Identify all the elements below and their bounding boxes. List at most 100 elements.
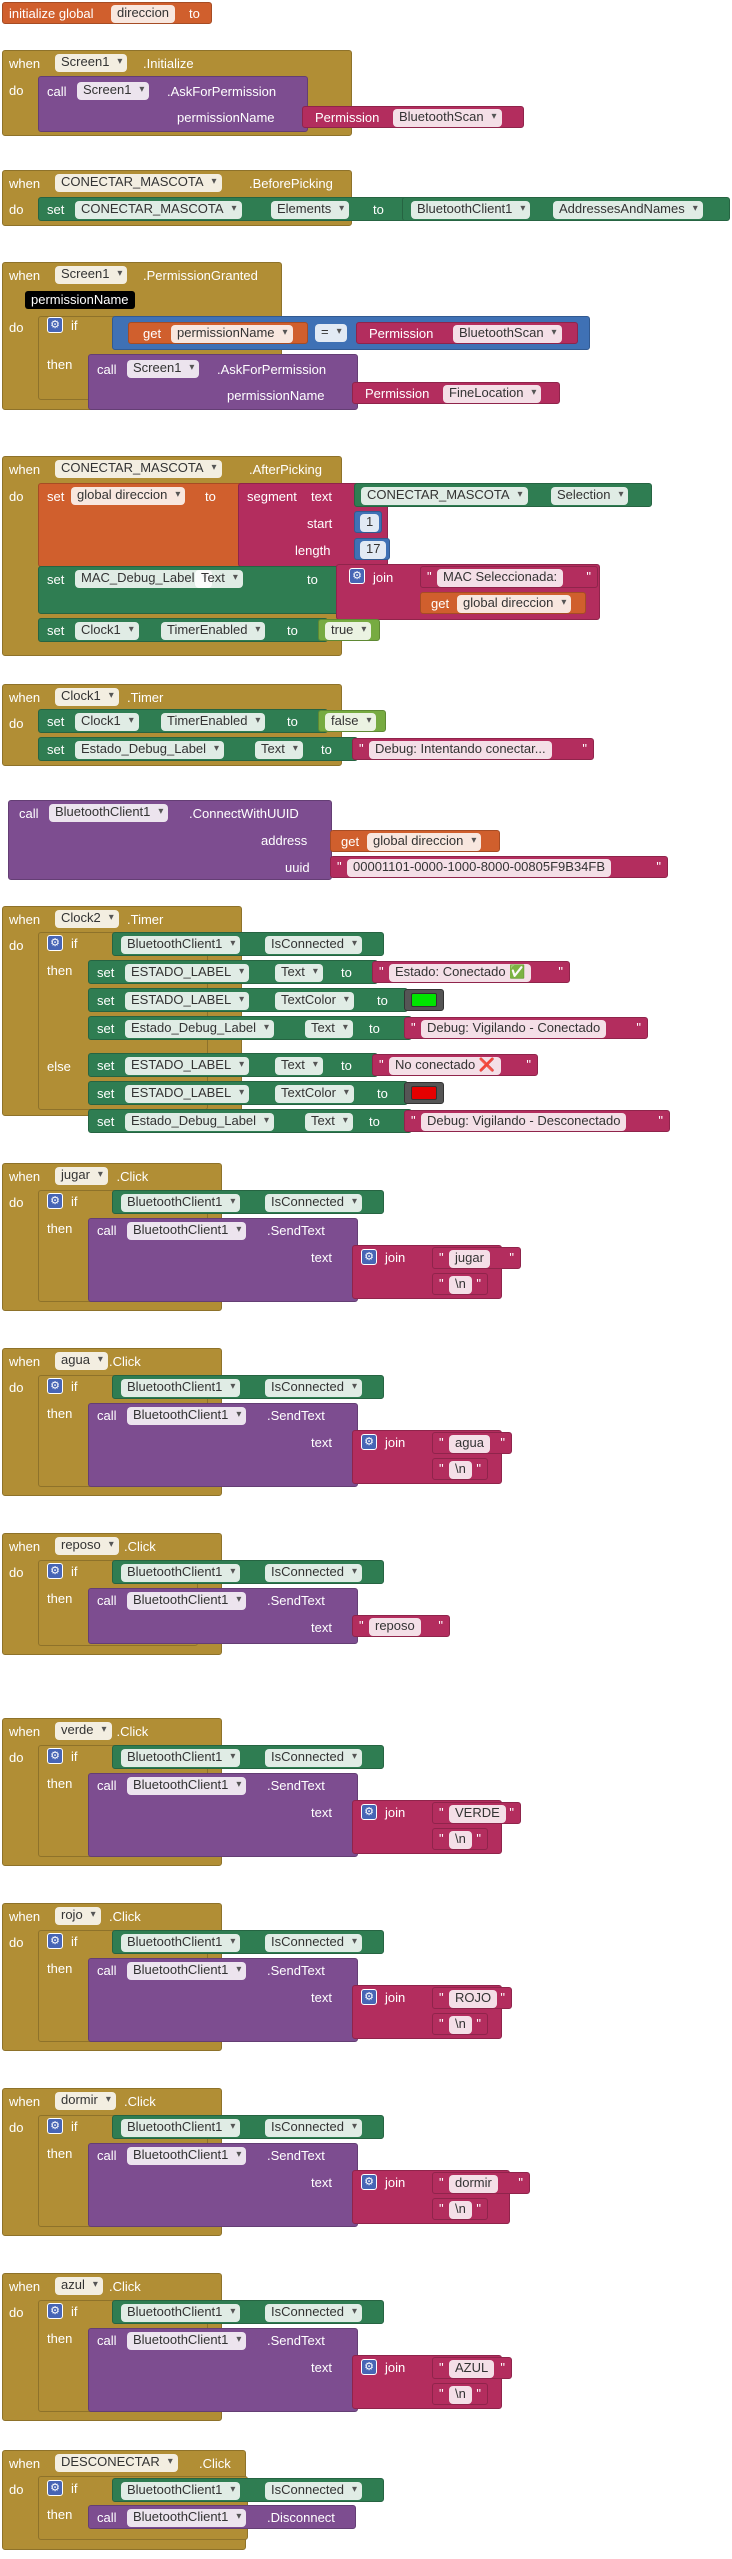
call-send-text[interactable]: call BluetoothClient1 .SendText text bbox=[88, 1403, 358, 1487]
event-param-tag[interactable]: permissionName bbox=[25, 291, 135, 309]
set-estado-text[interactable]: set ESTADO_LABEL Text to bbox=[88, 1053, 378, 1077]
init-global-block[interactable]: initialize global direccion to bbox=[2, 2, 212, 24]
property-dropdown[interactable]: AddressesAndNames bbox=[553, 201, 703, 219]
text-field[interactable]: No conectado ❌ bbox=[389, 1057, 502, 1075]
color-swatch[interactable] bbox=[411, 993, 437, 1007]
component-dropdown[interactable]: BluetoothClient1 bbox=[127, 1407, 247, 1425]
permission-block[interactable]: Permission FineLocation bbox=[352, 382, 560, 404]
property-dropdown[interactable]: IsConnected bbox=[265, 2119, 362, 2137]
getter-isconnected[interactable]: BluetoothClient1 IsConnected bbox=[112, 1745, 384, 1769]
property-dropdown[interactable]: IsConnected bbox=[265, 1749, 362, 1767]
text-literal[interactable]: " AZUL " bbox=[432, 2357, 512, 2379]
component-dropdown[interactable]: ESTADO_LABEL bbox=[125, 992, 250, 1010]
component-dropdown[interactable]: BluetoothClient1 bbox=[121, 1194, 241, 1212]
text-field[interactable]: \n bbox=[449, 2016, 472, 2034]
variable-dropdown[interactable]: global direccion bbox=[367, 833, 482, 851]
color-block-red[interactable] bbox=[404, 1082, 444, 1104]
getter-isconnected[interactable]: BluetoothClient1 IsConnected bbox=[112, 2478, 384, 2502]
component-dropdown[interactable]: DESCONECTAR bbox=[55, 2454, 178, 2472]
component-dropdown[interactable]: Screen1 bbox=[77, 82, 150, 100]
component-dropdown[interactable]: BluetoothClient1 bbox=[121, 1934, 241, 1952]
gear-icon[interactable]: ⚙ bbox=[47, 2480, 63, 2496]
getter-isconnected[interactable]: BluetoothClient1 IsConnected bbox=[112, 1190, 384, 1214]
text-literal[interactable]: " Estado: Conectado ✅ " bbox=[372, 961, 570, 983]
permission-block[interactable]: Permission BluetoothScan bbox=[356, 322, 578, 344]
property-dropdown[interactable]: IsConnected bbox=[265, 936, 362, 954]
component-dropdown[interactable]: Estado_Debug_Label bbox=[125, 1020, 275, 1038]
gear-icon[interactable]: ⚙ bbox=[361, 1804, 377, 1820]
variable-dropdown[interactable]: global direccion bbox=[71, 487, 186, 505]
component-dropdown[interactable]: ESTADO_LABEL bbox=[125, 964, 250, 982]
variable-dropdown[interactable]: global direccion bbox=[457, 595, 572, 613]
text-field[interactable]: Debug: Vigilando - Desconectado bbox=[421, 1113, 627, 1131]
gear-icon[interactable]: ⚙ bbox=[361, 2174, 377, 2190]
text-field[interactable]: agua bbox=[449, 1435, 490, 1453]
component-dropdown[interactable]: reposo bbox=[55, 1537, 119, 1555]
property-dropdown[interactable]: Text bbox=[305, 1113, 353, 1131]
text-literal[interactable]: " agua " bbox=[432, 1432, 512, 1454]
getter-isconnected[interactable]: BluetoothClient1 IsConnected bbox=[112, 1930, 384, 1954]
set-elements[interactable]: set CONECTAR_MASCOTA Elements to bbox=[38, 197, 408, 221]
call-send-text[interactable]: call BluetoothClient1 .SendText text bbox=[88, 2143, 358, 2227]
number-start[interactable]: 1 bbox=[354, 511, 382, 533]
gear-icon[interactable]: ⚙ bbox=[47, 317, 63, 333]
text-literal[interactable]: " \n " bbox=[432, 2383, 488, 2405]
text-field[interactable]: Estado: Conectado ✅ bbox=[389, 964, 532, 982]
component-dropdown[interactable]: Estado_Debug_Label bbox=[125, 1113, 275, 1131]
component-dropdown[interactable]: CONECTAR_MASCOTA bbox=[55, 460, 222, 478]
text-literal[interactable]: " 00001101-0000-1000-8000-00805F9B34FB " bbox=[330, 856, 668, 878]
property-dropdown[interactable]: Text bbox=[305, 1020, 353, 1038]
component-dropdown[interactable]: jugar bbox=[55, 1167, 108, 1185]
text-field[interactable]: \n bbox=[449, 1276, 472, 1294]
gear-icon[interactable]: ⚙ bbox=[47, 1748, 63, 1764]
text-literal[interactable]: " \n " bbox=[432, 1828, 488, 1850]
component-dropdown[interactable]: BluetoothClient1 bbox=[127, 1962, 247, 1980]
text-literal[interactable]: " MAC Seleccionada: " bbox=[420, 566, 598, 588]
call-send-text[interactable]: call BluetoothClient1 .SendText text bbox=[88, 1958, 358, 2042]
gear-icon[interactable]: ⚙ bbox=[47, 1378, 63, 1394]
text-literal[interactable]: " ROJO " bbox=[432, 1987, 512, 2009]
set-mac-label[interactable]: set MAC_Debug_Label Text to bbox=[38, 566, 350, 614]
number-field[interactable]: 17 bbox=[360, 541, 387, 559]
component-dropdown[interactable]: BluetoothClient1 bbox=[121, 1564, 241, 1582]
component-dropdown[interactable]: Screen1 bbox=[55, 54, 128, 72]
permission-block[interactable]: Permission BluetoothScan bbox=[302, 106, 524, 128]
component-dropdown[interactable]: Clock1 bbox=[75, 713, 139, 731]
call-ask-permission[interactable]: call Screen1 .AskForPermission permissio… bbox=[38, 76, 308, 132]
component-dropdown[interactable]: BluetoothClient1 bbox=[121, 2119, 241, 2137]
component-dropdown[interactable]: CONECTAR_MASCOTA bbox=[75, 201, 242, 219]
component-dropdown[interactable]: Screen1 bbox=[127, 360, 200, 378]
gear-icon[interactable]: ⚙ bbox=[47, 1193, 63, 1209]
component-dropdown[interactable]: dormir bbox=[55, 2092, 116, 2110]
bool-false[interactable]: false bbox=[318, 710, 386, 732]
color-block-green[interactable] bbox=[404, 989, 444, 1011]
text-field[interactable]: VERDE bbox=[449, 1805, 506, 1823]
component-dropdown[interactable]: Screen1 bbox=[55, 266, 128, 284]
property-dropdown[interactable]: Text bbox=[275, 964, 323, 982]
call-disconnect[interactable]: call BluetoothClient1 .Disconnect bbox=[88, 2505, 356, 2529]
text-field[interactable]: jugar bbox=[449, 1250, 490, 1268]
property-dropdown[interactable]: TextColor bbox=[275, 1085, 354, 1103]
gear-icon[interactable]: ⚙ bbox=[47, 1563, 63, 1579]
text-field[interactable]: AZUL bbox=[449, 2360, 495, 2378]
text-field[interactable]: \n bbox=[449, 2386, 472, 2404]
text-literal[interactable]: " reposo " bbox=[352, 1615, 450, 1637]
property-dropdown[interactable]: IsConnected bbox=[265, 1934, 362, 1952]
bool-dropdown[interactable]: true bbox=[325, 622, 372, 640]
text-literal[interactable]: " \n " bbox=[432, 2013, 488, 2035]
gear-icon[interactable]: ⚙ bbox=[361, 1434, 377, 1450]
property-dropdown[interactable]: TimerEnabled bbox=[161, 622, 266, 640]
component-dropdown[interactable]: BluetoothClient1 bbox=[127, 2509, 247, 2527]
component-dropdown[interactable]: BluetoothClient1 bbox=[127, 1592, 247, 1610]
bool-dropdown[interactable]: false bbox=[325, 713, 377, 731]
component-dropdown[interactable]: Estado_Debug_Label bbox=[75, 741, 225, 759]
getter-isconnected[interactable]: BluetoothClient1 IsConnected bbox=[112, 2115, 384, 2139]
component-dropdown[interactable]: MAC_Debug_Label bbox=[75, 570, 213, 588]
gear-icon[interactable]: ⚙ bbox=[361, 1989, 377, 2005]
getter-isconnected[interactable]: BluetoothClient1 IsConnected bbox=[112, 932, 384, 956]
component-dropdown[interactable]: azul bbox=[55, 2277, 103, 2295]
component-dropdown[interactable]: BluetoothClient1 bbox=[127, 2147, 247, 2165]
component-dropdown[interactable]: verde bbox=[55, 1722, 112, 1740]
call-send-text[interactable]: call BluetoothClient1 .SendText text bbox=[88, 1218, 358, 1302]
property-dropdown[interactable]: Selection bbox=[551, 487, 629, 505]
